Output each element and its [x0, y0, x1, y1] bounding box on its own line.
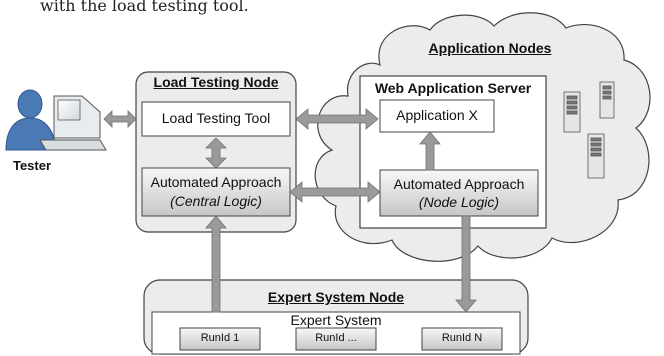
load-testing-node-title: Load Testing Node — [153, 74, 279, 90]
web-application-server-title: Web Application Server — [374, 80, 532, 96]
arrow-node-expert — [455, 215, 477, 313]
run-box-2 — [295, 327, 377, 351]
node-logic-box — [379, 169, 539, 217]
load-testing-tool-box — [141, 101, 291, 137]
server-icon-2 — [599, 81, 615, 119]
run-label-1: RunId 1 — [200, 332, 240, 344]
tester-person-icon — [5, 89, 57, 151]
tester-label: Tester — [12, 158, 52, 173]
arrow-tester-tool — [103, 110, 137, 128]
load-testing-tool-label: Load Testing Tool — [161, 110, 271, 126]
node-logic-label-2: (Node Logic) — [418, 194, 500, 210]
application-x-label: Application X — [396, 107, 478, 123]
server-icon-1 — [563, 91, 581, 133]
run-label-3: RunId N — [441, 332, 483, 344]
run-label-2: RunId ... — [315, 332, 357, 344]
page-caption: with the load testing tool. — [40, 0, 249, 15]
tester-computer-icon — [39, 95, 107, 151]
expert-system-node-title: Expert System Node — [267, 289, 405, 305]
arrow-tool-app — [295, 108, 379, 130]
run-box-3 — [421, 327, 503, 351]
arrow-tool-central — [205, 137, 227, 169]
run-box-1 — [179, 327, 261, 351]
server-icon-3 — [587, 133, 605, 179]
central-logic-label-2: (Central Logic) — [170, 193, 262, 209]
application-x-box — [379, 99, 495, 133]
arrow-node-app — [419, 131, 441, 171]
node-logic-label-1: Automated Approach — [393, 176, 525, 192]
expert-system-label: Expert System — [290, 312, 382, 328]
arrow-expert-central — [205, 215, 227, 313]
arrow-central-node — [289, 181, 381, 203]
central-logic-label-1: Automated Approach — [150, 174, 282, 190]
application-nodes-title: Application Nodes — [428, 40, 552, 56]
